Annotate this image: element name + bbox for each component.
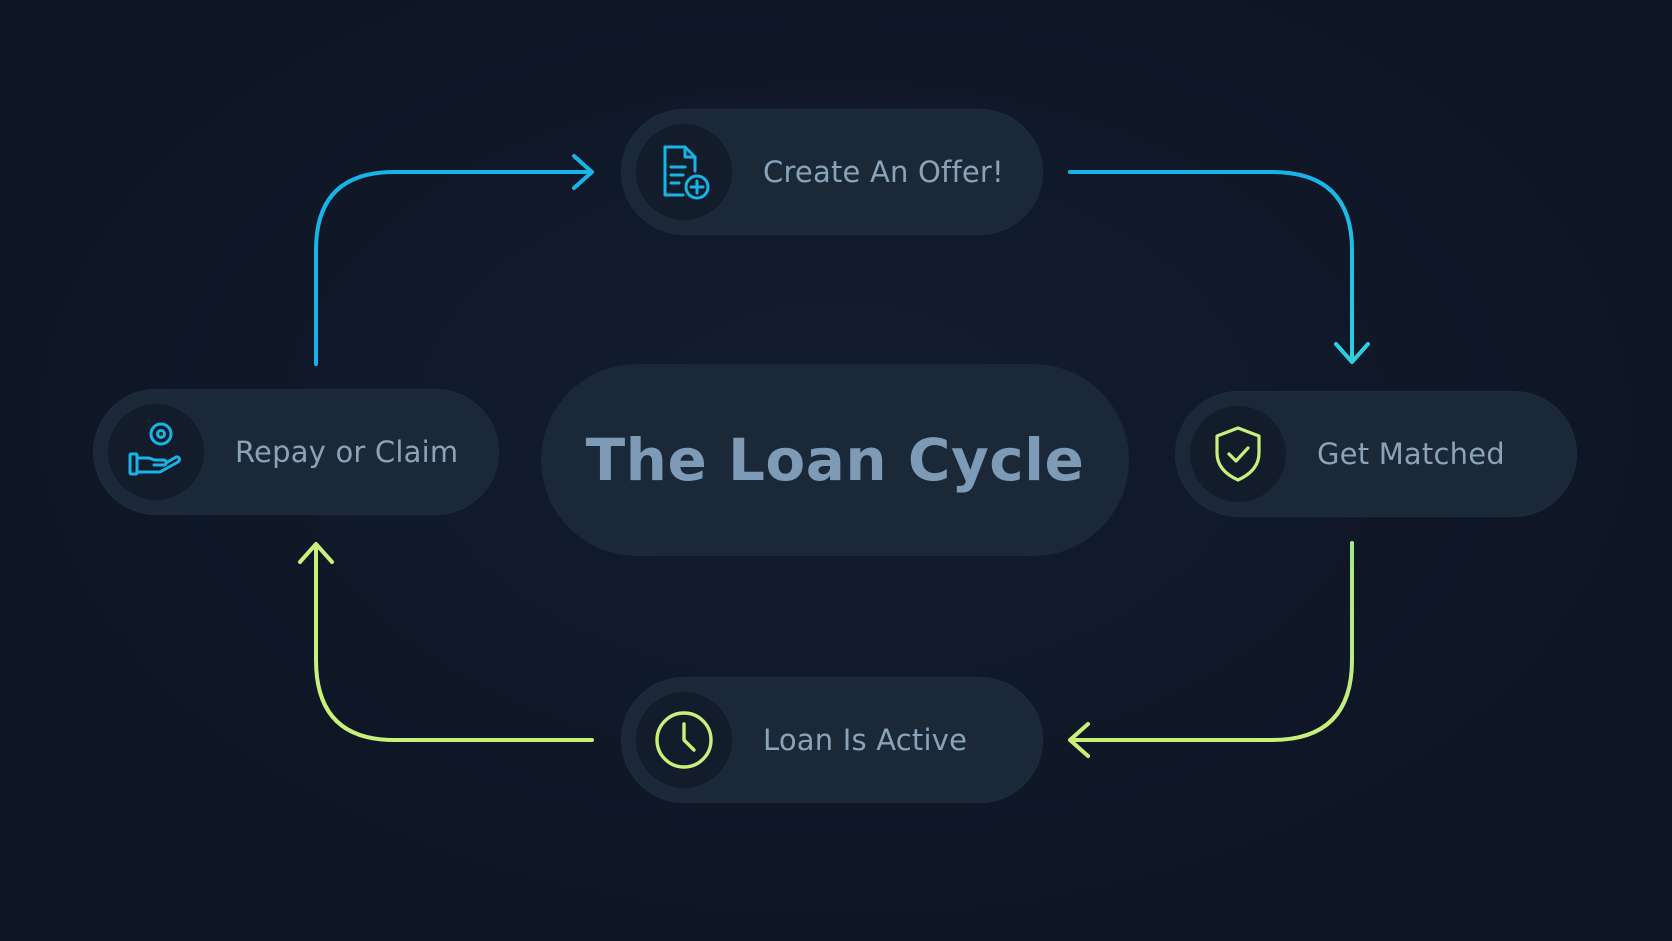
hand-coin-icon [108, 404, 204, 500]
arrow-offer-to-matched [1068, 170, 1354, 362]
step-create-offer: Create An Offer! [621, 109, 1043, 235]
arrow-repay-to-offer [314, 170, 592, 366]
step-label: Create An Offer! [763, 155, 1004, 189]
arrowhead-matched-to-active [1068, 722, 1090, 758]
step-repay-claim: Repay or Claim [93, 389, 499, 515]
step-loan-active: Loan Is Active [621, 677, 1043, 803]
arrow-active-to-repay [314, 543, 594, 742]
arrowhead-active-to-repay [298, 542, 334, 564]
arrow-matched-to-active [1070, 541, 1354, 742]
center-title-pill: The Loan Cycle [541, 364, 1129, 556]
step-label: Repay or Claim [235, 435, 459, 469]
diagram-title: The Loan Cycle [585, 426, 1085, 494]
step-get-matched: Get Matched [1175, 391, 1577, 517]
step-label: Get Matched [1317, 437, 1505, 471]
arrowhead-offer-to-matched [1334, 342, 1370, 364]
document-plus-icon [636, 124, 732, 220]
clock-icon [636, 692, 732, 788]
step-label: Loan Is Active [763, 723, 968, 757]
arrowhead-repay-to-offer [572, 154, 594, 190]
shield-check-icon [1190, 406, 1286, 502]
